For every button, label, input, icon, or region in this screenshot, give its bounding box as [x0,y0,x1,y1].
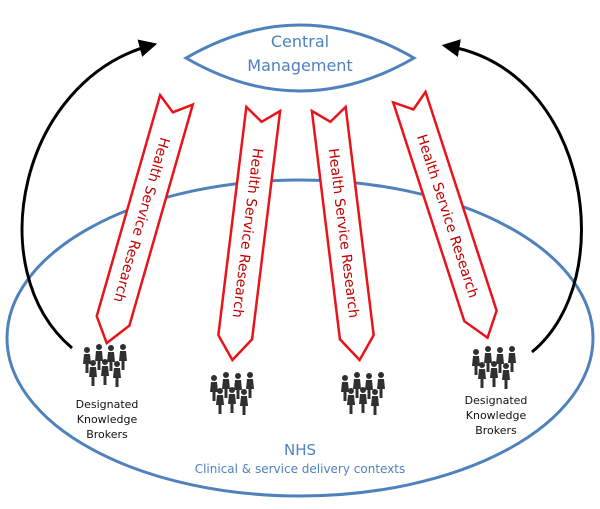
nhs-subtitle: Clinical & service delivery contexts [195,462,406,476]
svg-text:Designated: Designated [76,398,139,411]
brokers-left-label: Designated Knowledge Brokers [76,398,139,441]
brokers-right-label: Designated Knowledge Brokers [465,394,528,437]
svg-text:Designated: Designated [465,394,528,407]
svg-text:Knowledge: Knowledge [466,409,527,422]
svg-text:Brokers: Brokers [86,428,128,441]
people-group-icon [472,346,516,389]
right-feedback-arrow [441,39,583,354]
central-title-line2: Management [247,56,352,75]
svg-text:Knowledge: Knowledge [77,413,138,426]
central-title-line1: Central [271,32,329,51]
svg-text:Brokers: Brokers [475,424,517,437]
people-group-icon [210,372,254,415]
research-arrow-3: Health Service Research [310,104,375,363]
left-feedback-arrow [20,39,158,350]
people-group-icon [83,344,127,387]
research-arrow-2: Health Service Research [217,104,282,363]
nhs-title: NHS [284,441,316,459]
central-management-shape [183,23,417,93]
people-group-icon [341,372,385,415]
nhs-ellipse [5,178,595,498]
research-arrow-1: Health Service Research [95,92,195,346]
